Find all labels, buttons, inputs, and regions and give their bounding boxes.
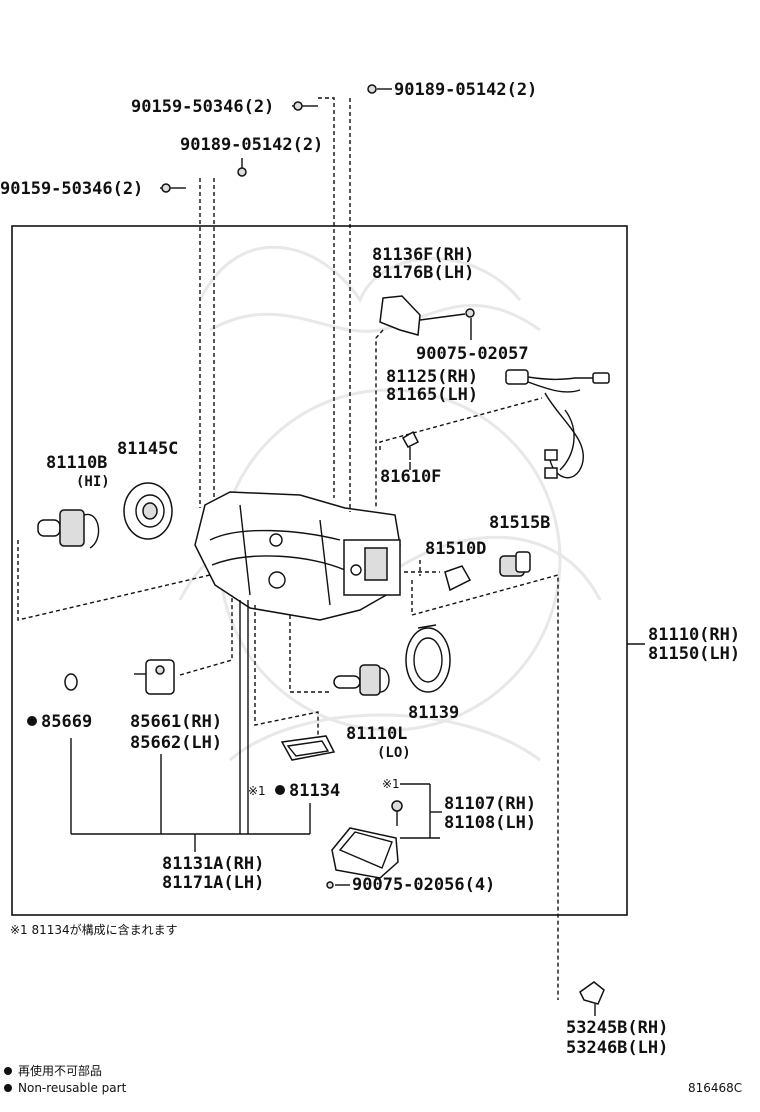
bulb-ring xyxy=(405,624,451,693)
label-screw-ballast: 90075-02056(4) xyxy=(352,875,495,895)
label-wire-lh: 81165(LH) xyxy=(386,385,478,405)
wire-harness xyxy=(505,369,610,479)
label-hi-note: (HI) xyxy=(76,474,110,490)
label-bolt-low: 90159-50346(2) xyxy=(0,179,143,199)
screw-icon xyxy=(326,881,334,889)
non-reusable-dot xyxy=(27,716,37,726)
label-hi-bulb: 81110B xyxy=(46,453,107,473)
label-cover-rh: 81136F(RH) xyxy=(372,245,474,265)
label-bolt-top: 90159-50346(2) xyxy=(131,97,274,117)
small-bulb xyxy=(401,430,420,448)
hi-bulb xyxy=(37,509,100,549)
label-lens-lh: 81171A(LH) xyxy=(162,873,264,893)
label-ballast-lh: 81108(LH) xyxy=(444,813,536,833)
legend-en: Non-reusable part xyxy=(18,1081,127,1095)
label-small-bulb: 81610F xyxy=(380,467,441,487)
bolt-icon xyxy=(160,101,306,193)
label-screw-top: 90189-05142(2) xyxy=(394,80,537,100)
label-motor-rh: 85661(RH) xyxy=(130,712,222,732)
label-gasket-mark: ※1 xyxy=(248,784,266,798)
bracket xyxy=(579,981,605,1005)
footnote: ※1 81134が構成に含まれます xyxy=(10,922,178,937)
label-bracket-rh: 53245B(RH) xyxy=(566,1018,668,1038)
lo-bulb xyxy=(333,664,390,696)
cover-plate xyxy=(379,295,421,336)
label-motor-lh: 85662(LH) xyxy=(130,733,222,753)
label-assy-lh: 81150(LH) xyxy=(648,644,740,664)
label-screw-mid: 90189-05142(2) xyxy=(180,135,323,155)
diagram-code: 816468C xyxy=(688,1081,742,1095)
label-assy-rh: 81110(RH) xyxy=(648,625,740,645)
label-cover-lh: 81176B(LH) xyxy=(372,263,474,283)
bulb-cap xyxy=(123,482,173,540)
wedge-bulb xyxy=(444,565,472,592)
screw-icon xyxy=(465,308,475,318)
label-screw-cover: 90075-02057 xyxy=(416,344,529,364)
label-gasket: 81134 xyxy=(289,781,340,801)
label-ring: 81139 xyxy=(408,703,459,723)
legend-dot xyxy=(4,1084,12,1092)
label-cap: 81145C xyxy=(117,439,178,459)
label-lens-rh: 81131A(RH) xyxy=(162,854,264,874)
label-lo-bulb: 81110L xyxy=(346,724,407,744)
label-socket: 81515B xyxy=(489,513,550,533)
part-labels: 90159-50346(2) 90159-50346(2) 90189-0514… xyxy=(0,80,740,1058)
label-ballast-rh: 81107(RH) xyxy=(444,794,536,814)
legend-jp: 再使用不可部品 xyxy=(18,1063,102,1078)
o-ring xyxy=(64,673,78,691)
ballast-unit xyxy=(331,800,403,879)
legend-dot xyxy=(4,1067,12,1075)
non-reusable-dot xyxy=(275,785,285,795)
headlamp-housing xyxy=(194,491,401,621)
socket-515 xyxy=(499,551,531,577)
label-ballast-mark: ※1 xyxy=(382,777,400,791)
label-wire-rh: 81125(RH) xyxy=(386,367,478,387)
assembly-frame xyxy=(11,225,628,916)
label-bracket-lh: 53246B(LH) xyxy=(566,1038,668,1058)
lens-leader-tree xyxy=(70,600,311,852)
label-lo-note: (LO) xyxy=(377,745,411,761)
label-o-ring: 85669 xyxy=(41,712,92,732)
label-wedge-bulb: 81510D xyxy=(425,539,486,559)
legend: 再使用不可部品 Non-reusable part xyxy=(4,1063,127,1095)
leveling-motor xyxy=(134,659,175,695)
